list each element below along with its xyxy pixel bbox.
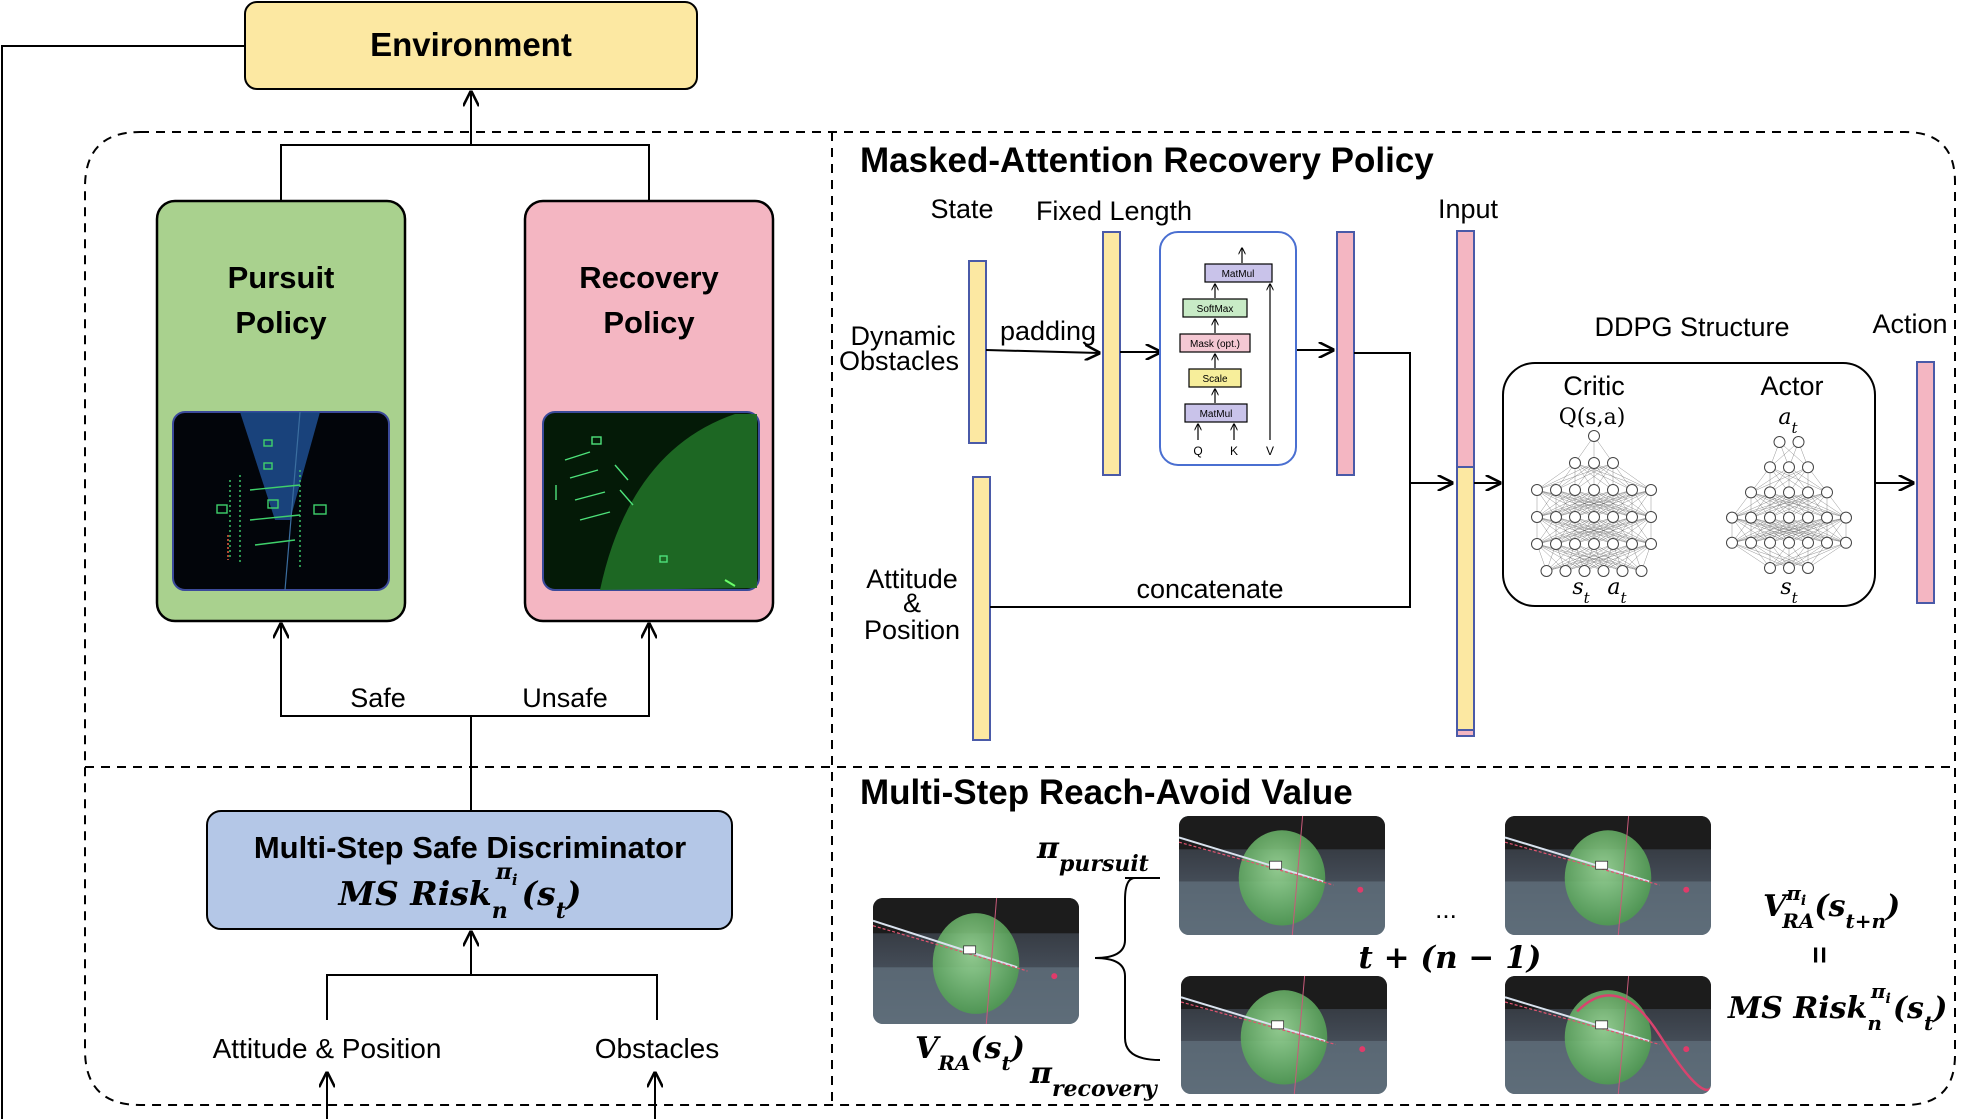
attention-matmul-top bbox=[1204, 263, 1273, 283]
critic-network bbox=[1531, 430, 1657, 577]
attitude-position-bar bbox=[972, 476, 991, 741]
pursuit-hud-image bbox=[172, 411, 390, 591]
action-label: Action bbox=[1872, 309, 1947, 339]
policy-connectors bbox=[280, 92, 650, 201]
critic-input-s: st bbox=[1572, 575, 1590, 607]
recovery-policy-title-line1: Recovery bbox=[579, 260, 719, 295]
input-bar bbox=[1456, 230, 1475, 737]
actor-label: Actor bbox=[1760, 371, 1823, 401]
obstacles-input: Obstacles bbox=[595, 1033, 720, 1064]
input-label: Input bbox=[1438, 194, 1499, 224]
environment-label: Environment bbox=[370, 26, 572, 63]
recovery-hud-image bbox=[542, 411, 760, 591]
ddpg-label: DDPG Structure bbox=[1594, 312, 1789, 342]
svg-text:Mask (opt.): Mask (opt.) bbox=[1190, 339, 1240, 350]
dashed-frame bbox=[84, 131, 1956, 1106]
action-bar bbox=[1916, 361, 1935, 604]
sim-frame-pursuit-step1 bbox=[1179, 816, 1385, 935]
actor-input-s: st bbox=[1780, 575, 1798, 607]
ms-risk-equal-label: MS Risknπi(st) bbox=[1727, 979, 1947, 1035]
pursuit-policy-title-line2: Policy bbox=[235, 305, 327, 340]
sim-frame-current bbox=[873, 898, 1079, 1024]
discriminator-formula: MS Risknπi(st) bbox=[337, 859, 581, 924]
v-ra-current-label: VRA(st) bbox=[915, 1031, 1025, 1075]
sim-frame-pursuit-stepn bbox=[1505, 816, 1711, 935]
svg-text:K: K bbox=[1230, 444, 1238, 458]
safe-discriminator-box: Multi-Step Safe Discriminator MS Risknπi… bbox=[206, 810, 733, 930]
environment-box: Environment bbox=[244, 1, 698, 90]
attention-matmul-bottom bbox=[1184, 403, 1248, 423]
svg-text:Scale: Scale bbox=[1202, 374, 1227, 385]
svg-text:Q: Q bbox=[1193, 444, 1202, 458]
pursuit-policy-title-line1: Pursuit bbox=[228, 260, 335, 295]
padding-label: padding bbox=[1000, 316, 1096, 346]
pursuit-policy-box: Pursuit Policy bbox=[155, 199, 407, 623]
attention-mask bbox=[1179, 333, 1251, 353]
step-label: t + (n − 1) bbox=[1359, 940, 1542, 976]
equals-sign: = bbox=[1803, 946, 1836, 964]
fixed-length-label: Fixed Length bbox=[1036, 196, 1192, 226]
actor-formula: at bbox=[1778, 405, 1798, 437]
state-label: State bbox=[930, 194, 993, 224]
recovery-policy-title-line2: Policy bbox=[603, 305, 695, 340]
dynamic-obstacles-line2: Obstacles bbox=[839, 346, 959, 376]
fixed-length-bar bbox=[1102, 231, 1121, 476]
pi-recovery-label: πrecovery bbox=[1029, 1056, 1159, 1102]
attention-softmax bbox=[1182, 298, 1248, 318]
attitude-position-input: Attitude & Position bbox=[213, 1033, 442, 1064]
attention-output-bar bbox=[1336, 231, 1355, 476]
discriminator-title: Multi-Step Safe Discriminator bbox=[254, 830, 686, 865]
discriminator-inputs bbox=[326, 932, 658, 1020]
masked-attention-arrows bbox=[985, 350, 1913, 608]
svg-text:V: V bbox=[1266, 444, 1274, 458]
concatenate-label: concatenate bbox=[1136, 574, 1283, 604]
pi-pursuit-label: πpursuit bbox=[1036, 831, 1149, 877]
safe-label: Safe bbox=[350, 683, 406, 713]
branch-brace bbox=[1094, 877, 1161, 1061]
attention-module: MatMul SoftMax Mask (opt.) Scale MatMul … bbox=[1159, 231, 1297, 466]
attitude-label-line3: Position bbox=[864, 615, 960, 645]
dynamic-obstacles-line1: Dynamic bbox=[850, 321, 955, 351]
attitude-label-line2: & bbox=[903, 588, 921, 618]
recovery-policy-box: Recovery Policy bbox=[523, 199, 775, 623]
attitude-label-line1: Attitude bbox=[866, 564, 958, 594]
state-obstacle-bar bbox=[968, 260, 987, 444]
sim-frame-recovery-step1 bbox=[1181, 976, 1387, 1094]
attention-scale bbox=[1188, 368, 1242, 388]
critic-label: Critic bbox=[1563, 371, 1625, 401]
svg-text:SoftMax: SoftMax bbox=[1197, 304, 1234, 315]
unsafe-label: Unsafe bbox=[522, 683, 608, 713]
actor-network bbox=[1726, 436, 1852, 574]
sim-frame-recovery-stepn bbox=[1505, 976, 1711, 1094]
svg-text:MatMul: MatMul bbox=[1200, 409, 1233, 420]
masked-attention-title: Masked-Attention Recovery Policy bbox=[860, 141, 1434, 180]
ellipsis: ... bbox=[1435, 894, 1457, 924]
critic-formula: Q(s,a) bbox=[1559, 405, 1626, 430]
critic-input-a: at bbox=[1607, 575, 1627, 607]
safe-unsafe-branch bbox=[281, 624, 649, 811]
reach-avoid-title: Multi-Step Reach-Avoid Value bbox=[860, 773, 1353, 812]
svg-text:MatMul: MatMul bbox=[1222, 269, 1255, 280]
